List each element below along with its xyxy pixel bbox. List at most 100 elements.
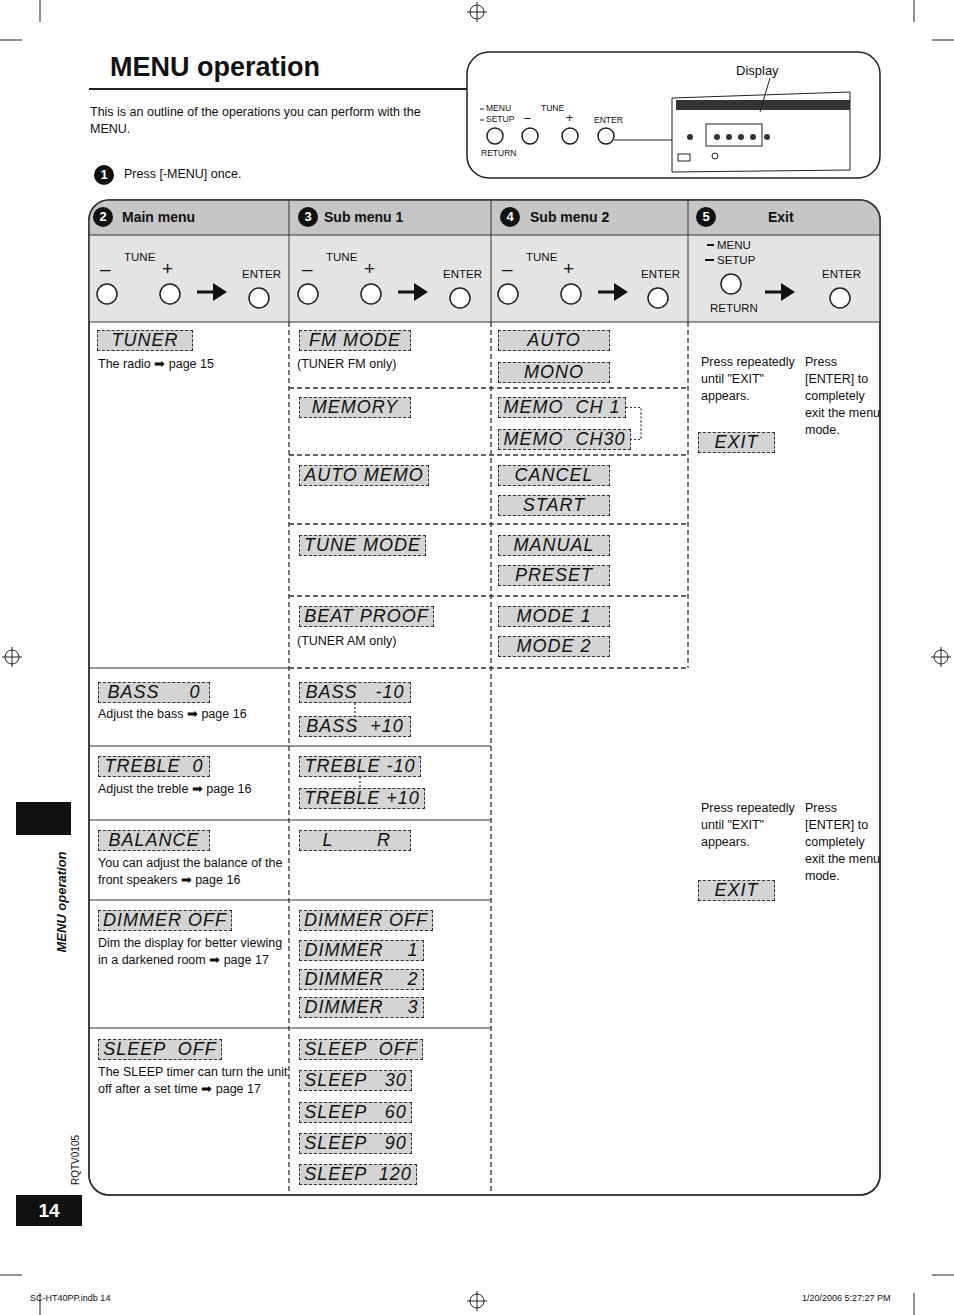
lcd-display-box: BASS +10 <box>299 716 411 737</box>
lcd-display-box: MODE 1 <box>498 606 610 627</box>
lcd-display-box: DIMMER OFF <box>299 910 433 931</box>
display-text: MANUAL <box>513 536 594 555</box>
label-text: ENTER <box>242 267 281 283</box>
display-text: TREBLE +10 <box>304 789 420 808</box>
display-text: DIMMER 2 <box>304 970 418 989</box>
lcd-display-box: MEMO CH30 <box>498 429 631 450</box>
display-text: AUTO <box>527 331 581 350</box>
lcd-display-box: SLEEP 60 <box>299 1102 412 1123</box>
lcd-display-box: START <box>498 495 610 516</box>
display-text: SLEEP 120 <box>304 1165 411 1184</box>
label-text: SC-HT40PP.indb 14 <box>30 1292 110 1304</box>
label-text: ENTER <box>822 267 861 283</box>
column-header: Main menu <box>122 208 195 227</box>
label-text: The SLEEP timer can turn the unit off af… <box>98 1064 288 1098</box>
column-header: Exit <box>768 208 794 227</box>
lcd-display-box: MODE 2 <box>498 636 610 657</box>
label-text: Display <box>736 62 779 80</box>
display-text: DIMMER 3 <box>304 998 418 1017</box>
dotted-connector <box>359 777 360 788</box>
display-text: FM MODE <box>309 331 401 350</box>
display-text: SLEEP 60 <box>304 1103 406 1122</box>
lcd-display-box: BASS -10 <box>299 682 411 703</box>
label-text: ENTER <box>641 267 680 283</box>
page-title: MENU operation <box>110 52 320 83</box>
label-text: – <box>502 256 513 282</box>
label-text: Press [ENTER] to completely exit the men… <box>805 354 883 438</box>
label-text: Press [ENTER] to completely exit the men… <box>805 800 883 884</box>
label-text: Dim the display for better viewing in a … <box>98 935 288 969</box>
display-text: TREBLE -10 <box>304 757 415 776</box>
label-text: Press [-MENU] once. <box>124 166 241 183</box>
lcd-display-box: BEAT PROOF <box>299 606 434 627</box>
display-text: SLEEP OFF <box>304 1040 417 1059</box>
display-text: DIMMER OFF <box>304 911 428 930</box>
page-number: 14 <box>38 1198 59 1224</box>
lcd-display-box: PRESET <box>498 565 610 586</box>
column-header: Sub menu 2 <box>530 208 609 227</box>
label-text: RETURN <box>481 148 516 159</box>
lcd-display-box: TREBLE +10 <box>299 788 425 809</box>
step-number: 4 <box>500 207 520 227</box>
label-text: – <box>100 256 111 282</box>
display-text: TUNER <box>112 331 179 350</box>
lcd-display-box: SLEEP 30 <box>299 1070 412 1091</box>
lcd-display-box: SLEEP 120 <box>299 1164 417 1185</box>
document-code: RQTV0105 <box>69 1135 83 1185</box>
display-text: DIMMER 1 <box>304 941 418 960</box>
label-text: SETUP <box>486 114 514 125</box>
label-text: This is an outline of the operations you… <box>90 104 450 138</box>
label-text: TUNE <box>326 250 357 266</box>
lcd-display-box: MONO <box>498 362 610 383</box>
lcd-display-box: DIMMER 3 <box>299 997 424 1018</box>
display-text: MEMO CH 1 <box>503 398 620 417</box>
lcd-display-box: TUNER <box>97 330 193 351</box>
lcd-display-box: DIMMER 2 <box>299 969 424 990</box>
label-text: + <box>563 256 574 282</box>
lcd-display-box: SLEEP OFF <box>98 1039 222 1060</box>
lcd-display-box: TUNE MODE <box>299 535 426 556</box>
lcd-display-box: EXIT <box>698 432 775 453</box>
display-text: SLEEP 90 <box>304 1134 406 1153</box>
label-text: Press repeatedly until "EXIT" appears. <box>701 354 796 405</box>
label-text: TUNE <box>541 103 564 114</box>
label-text: ENTER <box>443 267 482 283</box>
dotted-connector <box>354 703 355 716</box>
lcd-display-box: LR <box>299 830 411 851</box>
display-text: EXIT <box>714 433 758 452</box>
label-text: + <box>566 110 573 126</box>
display-text: MEMO CH30 <box>503 430 625 449</box>
label-text: TUNE <box>526 250 557 266</box>
label-text: SETUP <box>717 253 755 269</box>
label-text: RETURN <box>710 301 758 317</box>
display-text: BALANCE <box>108 831 199 850</box>
label-text: – <box>302 256 313 282</box>
lcd-display-box: AUTO MEMO <box>299 465 429 486</box>
label-text: Adjust the treble ➡ page 16 <box>98 781 288 798</box>
display-text: L <box>322 831 333 850</box>
display-text: MONO <box>524 363 584 382</box>
label-text: MENU <box>717 238 751 254</box>
lcd-display-box: MEMO CH 1 <box>498 397 626 418</box>
display-text: AUTO MEMO <box>304 466 424 485</box>
column-header: Sub menu 1 <box>324 208 403 227</box>
label-text: ENTER <box>594 115 623 126</box>
lcd-display-box: TREBLE -10 <box>299 756 421 777</box>
section-tab-text: MENU operation <box>53 851 71 952</box>
lcd-display-box: FM MODE <box>299 330 411 351</box>
lcd-display-box: AUTO <box>498 330 610 351</box>
display-text: BEAT PROOF <box>304 607 429 626</box>
display-text: BASS -10 <box>305 683 404 702</box>
lcd-display-box: CANCEL <box>498 465 610 486</box>
lcd-display-box: MEMORY <box>299 397 411 418</box>
lcd-display-box: MANUAL <box>498 535 610 556</box>
display-text: EXIT <box>714 881 758 900</box>
label-text: The radio ➡ page 15 <box>98 356 288 373</box>
label-text: + <box>162 256 173 282</box>
lcd-display-box: EXIT <box>698 880 775 901</box>
lcd-display-box: SLEEP OFF <box>299 1039 423 1060</box>
lcd-display-box: DIMMER OFF <box>98 910 232 931</box>
display-text: PRESET <box>515 566 593 585</box>
